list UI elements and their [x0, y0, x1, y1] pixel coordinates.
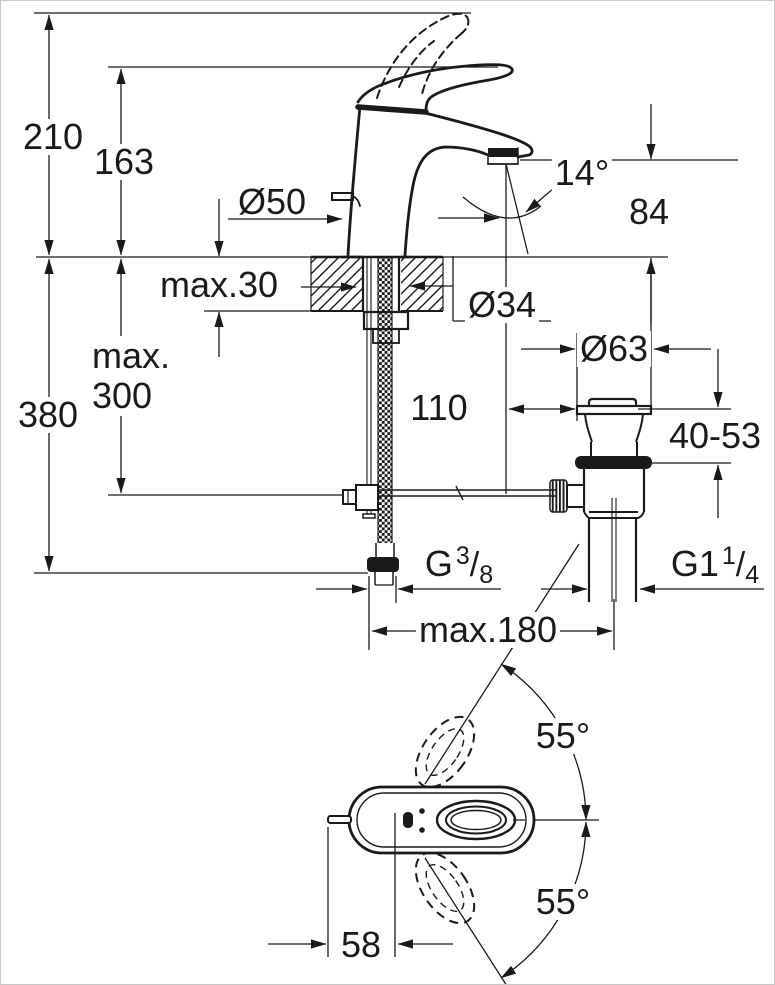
dim-deck-thickness: max.30	[159, 264, 279, 305]
faucet-side-view	[331, 12, 534, 259]
dim-hose-depth-line2: 300	[92, 375, 153, 416]
drain-thread-slash: /	[735, 546, 746, 584]
dim-drain-clamp-range: 40-53	[668, 415, 762, 456]
drain-thread-numerator: 1	[721, 542, 736, 570]
drain-thread-base: G1	[670, 543, 719, 584]
faucet-top-view	[327, 715, 536, 925]
dim-swing-angle-upper: 55°	[532, 718, 594, 754]
dim-hose-depth: max. 300	[89, 335, 174, 416]
dim-spout-angle: 14°	[551, 155, 613, 191]
dim-flange-diameter: Ø63	[576, 331, 652, 367]
supply-thread-numerator: 3	[455, 542, 470, 570]
dim-hole-diameter: Ø34	[464, 287, 540, 323]
dim-base-diameter: Ø50	[237, 181, 307, 222]
dim-spout-height: 84	[628, 191, 670, 232]
dim-below-deck-depth: 380	[14, 397, 82, 433]
dim-spout-to-drain: 110	[410, 387, 468, 428]
dim-total-height: 210	[19, 119, 87, 155]
drain-thread-denominator: 4	[745, 561, 760, 589]
drain-assembly	[549, 397, 653, 602]
supply-thread-denominator: 8	[479, 561, 494, 589]
raised-lever-dashed	[376, 12, 470, 99]
shank-and-hoses	[342, 257, 557, 586]
dim-handle-height: 163	[90, 144, 158, 180]
supply-thread-slash: /	[469, 546, 480, 584]
lever-position-upper-dashed	[414, 715, 476, 789]
dim-hose-depth-line1: max.	[92, 335, 171, 376]
dim-rod-offset: 58	[337, 927, 385, 963]
lever-position-lower-dashed	[414, 851, 476, 925]
dim-hose-reach: max.180	[415, 612, 561, 648]
counter-section	[310, 255, 444, 312]
supply-thread-base: G	[424, 543, 453, 584]
dim-swing-angle-lower: 55°	[532, 884, 594, 920]
